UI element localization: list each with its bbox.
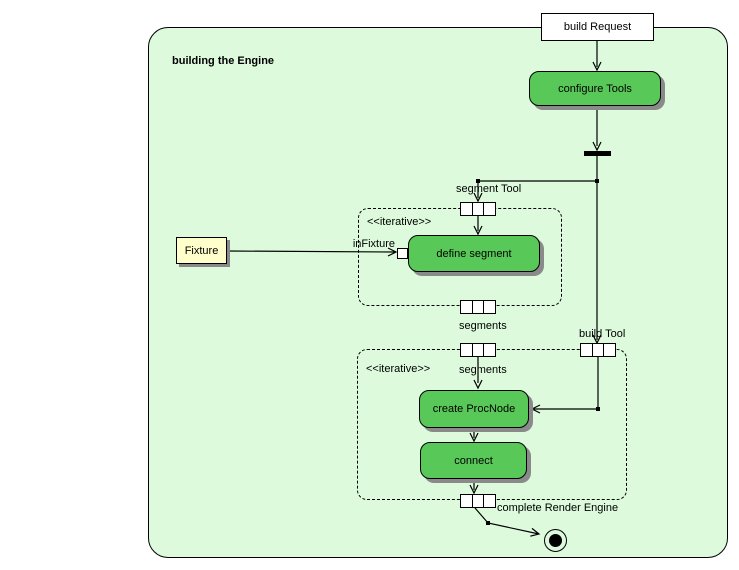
complete-render-engine-label: complete Render Engine [497, 502, 619, 514]
build-request-node[interactable]: build Request [541, 13, 654, 41]
configure-tools-label: configure Tools [558, 82, 632, 95]
segments-in-label: segments [459, 364, 507, 376]
final-node[interactable] [544, 529, 567, 552]
fork-bar[interactable] [584, 151, 611, 156]
fixture-object[interactable]: Fixture [176, 237, 227, 264]
create-procnode-label: create ProcNode [432, 403, 516, 415]
segments-out-label: segments [459, 320, 507, 332]
segments-in-pin[interactable] [460, 343, 496, 357]
region-build-stereotype: <<iterative>> [366, 363, 431, 375]
in-fixture-pin[interactable] [397, 248, 408, 259]
region-define-stereotype: <<iterative>> [367, 216, 432, 228]
result-pin[interactable] [460, 494, 496, 508]
fixture-label: Fixture [184, 244, 219, 257]
in-fixture-label: inFixture [352, 238, 395, 250]
build-tool-pin[interactable] [580, 343, 616, 357]
build-tool-label: build Tool [579, 328, 626, 340]
define-segment-label: define segment [436, 247, 512, 260]
segments-out-pin[interactable] [460, 300, 496, 314]
connect-label: connect [454, 454, 493, 467]
create-procnode-action[interactable]: create ProcNode [419, 390, 529, 428]
configure-tools-action[interactable]: configure Tools [529, 71, 661, 106]
segment-tool-label: segment Tool [456, 183, 522, 195]
frame-title: building the Engine [172, 55, 275, 67]
final-node-icon [549, 534, 562, 547]
build-request-label: build Request [563, 21, 632, 33]
segment-tool-pin[interactable] [460, 202, 496, 216]
define-segment-action[interactable]: define segment [408, 235, 540, 272]
connect-action[interactable]: connect [420, 442, 527, 479]
